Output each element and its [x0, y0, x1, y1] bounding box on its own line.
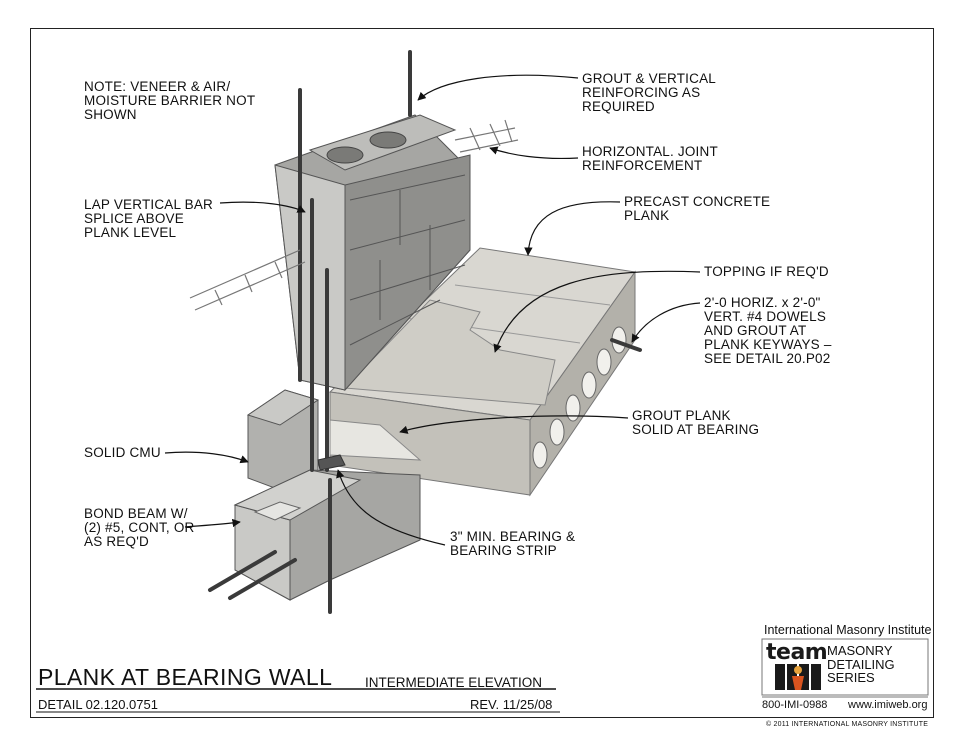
revision-date: REV. 11/25/08 [470, 697, 553, 712]
imi-logo [761, 638, 929, 698]
detail-number: DETAIL 02.120.0751 [38, 697, 158, 712]
plank-cores [532, 326, 627, 469]
grout-at-bearing [329, 419, 422, 461]
institute-name: International Masonry Institute [764, 623, 932, 637]
phone-number: 800-IMI-0988 [762, 699, 828, 711]
leader-lines [164, 74, 701, 546]
label-min-bearing: 3" MIN. BEARING &BEARING STRIP [450, 529, 576, 558]
copyright: © 2011 INTERNATIONAL MASONRY INSTITUTE [766, 721, 929, 728]
bearing-strip [317, 454, 346, 471]
label-topping: TOPPING IF REQ'D [704, 264, 829, 279]
drawing-title: PLANK AT BEARING WALL [38, 664, 333, 690]
upper-cmu-wall [274, 114, 471, 392]
drawing-border [30, 28, 934, 718]
rebar [208, 50, 642, 614]
label-solid-cmu: SOLID CMU [84, 445, 161, 460]
topping-layer [343, 299, 556, 406]
team-wordmark: team [766, 640, 828, 665]
drawing-subtitle: INTERMEDIATE ELEVATION [365, 675, 543, 690]
website: www.imiweb.org [848, 699, 928, 711]
joint-reinforcement [189, 119, 519, 311]
